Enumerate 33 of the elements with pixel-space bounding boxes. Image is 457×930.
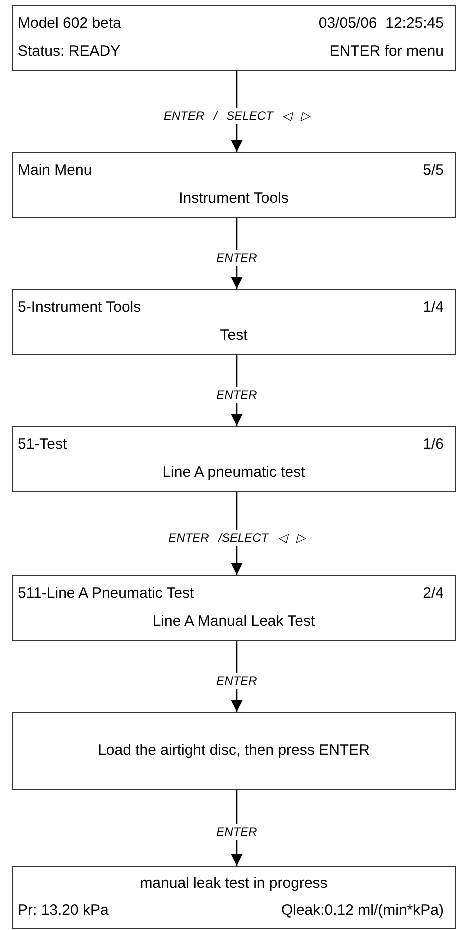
screen-text: Line A pneumatic test <box>162 463 306 483</box>
screen-text: Instrument Tools <box>179 189 289 209</box>
screen-text: Load the airtight disc, then press ENTER <box>98 741 370 761</box>
screen-text: 511-Line A Pneumatic Test <box>17 584 194 604</box>
edge-label: ENTER <box>214 386 260 402</box>
screen-text: Line A Manual Leak Test <box>152 612 316 632</box>
screen-text: 2/4 <box>423 584 445 604</box>
screen-text: Status: READY <box>17 42 121 62</box>
screen-text: 1/6 <box>423 435 445 455</box>
menu-screen <box>12 289 456 355</box>
menu-screen <box>12 426 456 492</box>
screen-text: ENTER for menu <box>330 42 445 62</box>
screen-text: Pr: 13.20 kPa <box>17 901 109 921</box>
edge-label: ENTER / SELECT ◁ ▷ <box>162 108 312 124</box>
screen-text: Test <box>220 326 248 346</box>
screen-text: manual leak test in progress <box>140 874 328 894</box>
screen-text: 51-Test <box>17 435 68 455</box>
screen-text: 5-Instrument Tools <box>17 298 142 318</box>
status-screen <box>12 5 456 71</box>
edge-label: ENTER <box>214 672 260 688</box>
screen-text: Model 602 beta <box>17 14 122 34</box>
edge-label: ENTER <box>214 824 260 840</box>
prompt-screen <box>12 712 456 790</box>
edge-label: ENTER /SELECT ◁ ▷ <box>166 530 308 546</box>
menu-screen <box>12 575 456 641</box>
screen-text: 1/4 <box>423 298 445 318</box>
edge-label: ENTER <box>214 250 260 266</box>
screen-text: Main Menu <box>17 161 92 181</box>
menu-screen <box>12 152 456 218</box>
screen-text: 5/5 <box>423 161 445 181</box>
screen-text: 03/05/06 12:25:45 <box>318 14 445 34</box>
screen-text: Qleak:0.12 ml/(min*kPa) <box>281 901 445 921</box>
progress-screen <box>12 866 456 929</box>
